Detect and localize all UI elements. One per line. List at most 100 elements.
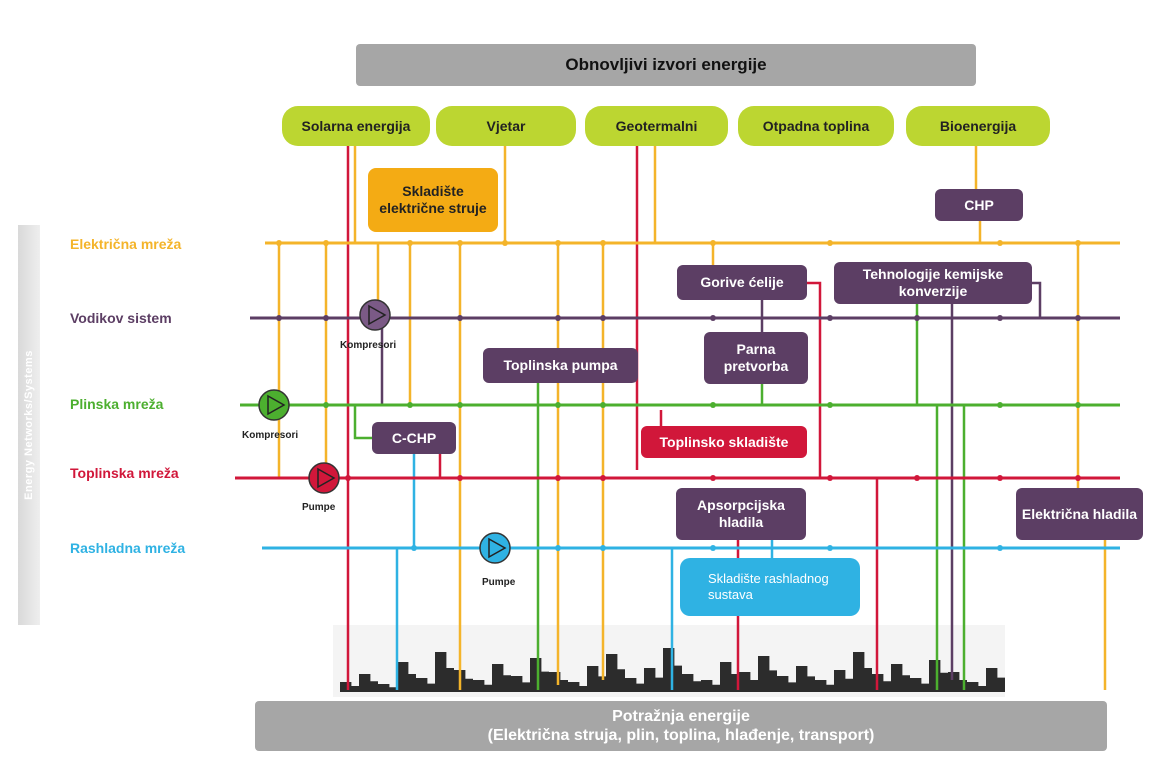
chem-conversion-label: Tehnologije kemijske konverzije	[862, 266, 1004, 299]
pumps-cooling-label: Pumpe	[482, 577, 516, 588]
bend-gas-cchp	[353, 405, 372, 440]
junction-dot	[600, 545, 606, 551]
junction-dot	[710, 315, 716, 321]
junction-dot	[555, 545, 561, 551]
heat-storage-label: Toplinsko skladište	[659, 433, 789, 450]
cooling-storage-label: Skladište rashladnog sustava	[708, 571, 829, 602]
junction-dot	[600, 402, 606, 408]
pump-cooling-icon	[479, 532, 511, 564]
source-wind: Vjetar	[436, 106, 576, 146]
source-geothermal: Geotermalni	[585, 106, 728, 146]
compressor-h2-label: Kompresori	[340, 340, 397, 351]
electricity-storage-label: Skladište električne struje	[379, 183, 487, 216]
sidebar-text: Energy Networks/Systems	[23, 350, 35, 500]
absorption-chillers: Apsorpcijska hladila	[676, 488, 806, 540]
junction-dot	[710, 240, 716, 246]
label-cooling-network: Rashladna mreža	[70, 540, 186, 556]
energy-demand-footer: Potražnja energije (Električna struja, p…	[255, 701, 1107, 751]
pump-heat-icon	[308, 462, 340, 494]
junction-dot	[323, 240, 329, 246]
renewables-header: Obnovljivi izvori energije	[356, 44, 976, 86]
junction-dot	[457, 402, 463, 408]
junction-dot	[457, 475, 463, 481]
junction-dot	[407, 402, 413, 408]
chem-conversion: Tehnologije kemijske konverzije	[834, 262, 1032, 304]
junction-dot	[600, 475, 606, 481]
junction-dot	[555, 475, 561, 481]
pump-cooling-icon-body	[479, 532, 511, 564]
junction-dot	[827, 475, 833, 481]
junction-dot	[555, 402, 561, 408]
pumps-heat-label: Pumpe	[302, 502, 336, 513]
junction-dot	[997, 402, 1003, 408]
junction-dot	[1075, 475, 1081, 481]
sidebar-bar	[18, 225, 40, 625]
junction-dot	[827, 315, 833, 321]
source-solar: Solarna energija	[282, 106, 430, 146]
source-solar-label: Solarna energija	[301, 117, 411, 134]
junction-dot	[914, 315, 920, 321]
pump-heat-icon-body	[308, 462, 340, 494]
c-chp-unit: C-CHP	[372, 422, 456, 454]
junction-dot	[710, 545, 716, 551]
fuel-cells-label: Gorive ćelije	[700, 274, 784, 291]
junction-dot	[914, 475, 920, 481]
junction-dot	[997, 545, 1003, 551]
junction-dot	[411, 545, 417, 551]
junction-dot	[600, 240, 606, 246]
source-bioenergy: Bioenergija	[906, 106, 1050, 146]
source-wind-label: Vjetar	[486, 117, 526, 134]
junction-dot	[827, 240, 833, 246]
fuel-cells: Gorive ćelije	[677, 265, 807, 300]
junction-dot	[1075, 402, 1081, 408]
junction-dot	[345, 475, 351, 481]
compressor-gas-icon-arrow	[267, 394, 286, 416]
junction-dot	[555, 240, 561, 246]
source-geothermal-label: Geotermalni	[615, 117, 698, 134]
label-electric-network: Električna mreža	[70, 236, 182, 252]
compressor-gas-icon-body	[258, 389, 290, 421]
compressor-gas-icon	[258, 389, 290, 421]
chp-unit: CHP	[935, 189, 1023, 221]
junction-dot	[997, 475, 1003, 481]
pump-heat-icon-arrow	[317, 467, 336, 489]
junction-dot	[502, 240, 508, 246]
compressor-h2-icon-body	[359, 299, 391, 331]
heat-pump: Toplinska pumpa	[483, 348, 638, 383]
compressor-h2-icon	[359, 299, 391, 331]
junction-dot	[997, 240, 1003, 246]
junction-dot	[600, 315, 606, 321]
steam-conversion-label: Parna pretvorba	[723, 341, 789, 374]
junction-dot	[276, 240, 282, 246]
pump-cooling-icon-arrow	[488, 537, 507, 559]
energy-demand-title: Potražnja energije	[612, 707, 750, 725]
junction-dot	[827, 402, 833, 408]
junction-dot	[827, 545, 833, 551]
compressor-gas-label: Kompresori	[242, 430, 299, 441]
compressor-h2-icon-arrow	[368, 304, 387, 326]
renewables-header-label: Obnovljivi izvori energije	[565, 54, 767, 74]
steam-conversion: Parna pretvorba	[704, 332, 808, 384]
junction-dot	[1075, 315, 1081, 321]
source-bioenergy-label: Bioenergija	[939, 117, 1017, 134]
label-hydrogen-system: Vodikov sistem	[70, 310, 172, 326]
label-heat-network: Toplinska mreža	[70, 465, 179, 481]
source-waste-heat-label: Otpadna toplina	[762, 117, 870, 134]
absorption-chillers-label: Apsorpcijska hladila	[697, 497, 785, 530]
cooling-storage: Skladište rashladnog sustava	[680, 558, 860, 616]
electric-chillers: Električna hladila	[1016, 488, 1143, 540]
junction-dot	[276, 315, 282, 321]
electric-chillers-label: Električna hladila	[1021, 505, 1138, 522]
junction-dot	[710, 402, 716, 408]
junction-dot	[997, 315, 1003, 321]
bend-fuelcell-heat	[807, 281, 822, 478]
c-chp-label: C-CHP	[391, 429, 437, 446]
label-gas-network: Plinska mreža	[70, 396, 164, 412]
junction-dot	[555, 315, 561, 321]
junction-dot	[323, 402, 329, 408]
junction-dot	[457, 240, 463, 246]
source-waste-heat: Otpadna toplina	[738, 106, 894, 146]
heat-storage: Toplinsko skladište	[641, 426, 807, 458]
junction-dot	[457, 315, 463, 321]
